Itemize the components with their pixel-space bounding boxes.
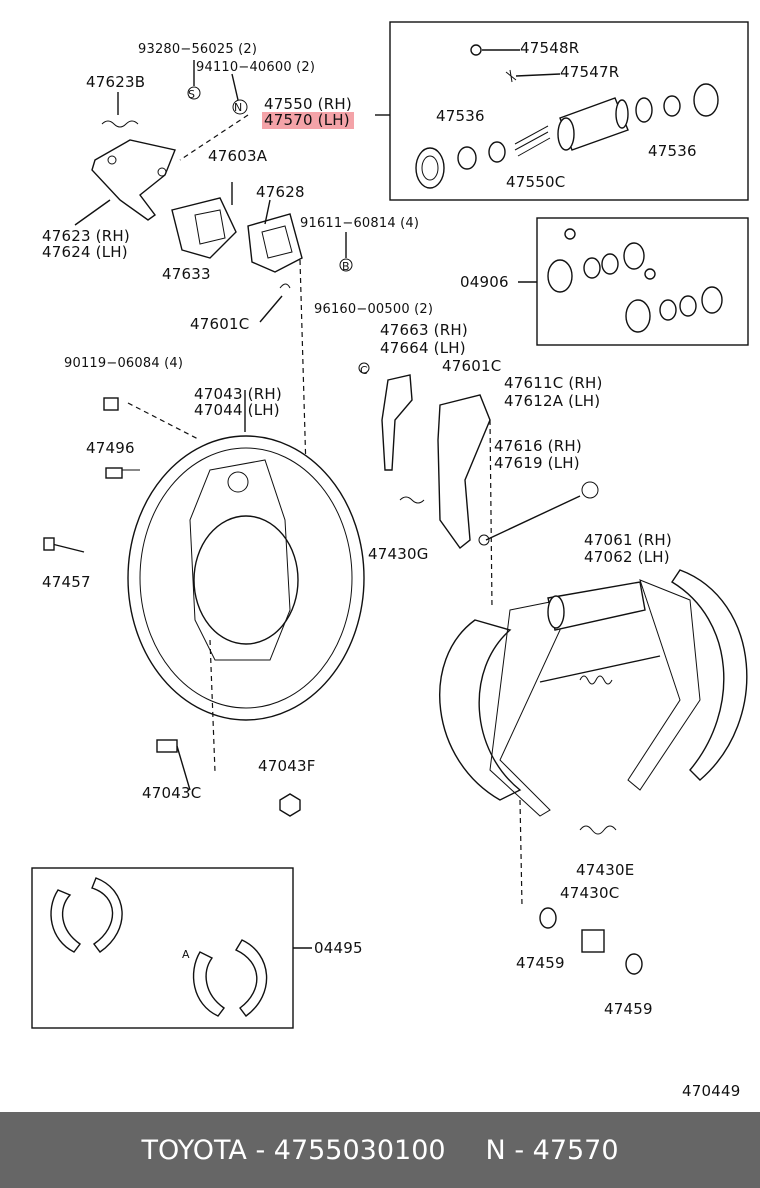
symbol-a: A [182,948,190,961]
label-47430e: 47430E [576,861,635,879]
label-47570-lh-highlighted: 47570 (LH) [262,112,354,129]
label-47623-rh: 47623 (RH) [42,227,130,245]
label-47547r: 47547R [560,63,620,81]
label-47457: 47457 [42,573,91,591]
label-47496: 47496 [86,439,135,457]
shoe-kit-thumbnails [50,877,312,1017]
label-91611: 91611−60814 (4) [300,216,420,231]
symbol-s: S [188,88,196,101]
footer-ref: N - 47570 [485,1134,619,1166]
label-47550c: 47550C [506,173,566,191]
label-47624-lh: 47624 (LH) [42,243,128,261]
label-47430c: 47430C [560,884,620,902]
backing-plate [120,390,365,773]
label-47611c-rh: 47611C (RH) [504,374,603,392]
wheel-cylinder-internals [415,44,719,189]
label-47459-left: 47459 [516,954,565,972]
label-90119: 90119−06084 (4) [64,356,184,371]
fasteners-left [43,397,301,817]
label-47664-lh: 47664 (LH) [380,339,466,357]
label-47043c: 47043C [142,784,202,802]
label-47043f: 47043F [258,757,316,775]
symbol-c: C [360,364,368,377]
label-93280: 93280−56025 (2) [138,42,258,57]
label-04906: 04906 [460,273,509,291]
label-47623b: 47623B [86,73,146,91]
footer-bar: TOYOTA - 4755030100 N - 47570 [0,1112,760,1188]
label-47601c-lower: 47601C [442,357,502,375]
label-47043-rh: 47043 (RH) [194,385,282,403]
symbol-b: B [342,260,350,273]
label-47612a-lh: 47612A (LH) [504,392,601,410]
label-47536-right: 47536 [648,142,697,160]
label-47061-rh: 47061 (RH) [584,531,672,549]
label-04495: 04495 [314,939,363,957]
label-47062-lh: 47062 (LH) [584,548,670,566]
springs-bottom [539,907,643,975]
lever-assembly [74,60,248,226]
parking-strut-group [358,362,599,609]
anchor-blocks [171,182,353,611]
brake-shoes-assembly [439,569,748,907]
label-47628: 47628 [256,183,305,201]
label-96160: 96160−00500 (2) [314,302,434,317]
label-47536-left: 47536 [436,107,485,125]
label-47619-lh: 47619 (LH) [494,454,580,472]
label-47550-rh: 47550 (RH) [264,95,352,113]
label-47633: 47633 [162,265,211,283]
drum-brake-exploded-view [31,21,749,1029]
label-47616-rh: 47616 (RH) [494,437,582,455]
label-47044-lh: 47044 (LH) [194,401,280,419]
label-94110: 94110−40600 (2) [196,60,316,75]
label-47601c-upper: 47601C [190,315,250,333]
label-47663-rh: 47663 (RH) [380,321,468,339]
diagram-id: 470449 [682,1082,741,1100]
wheel-cylinder-kit-box [389,21,749,201]
label-47459-right: 47459 [604,1000,653,1018]
label-47603a: 47603A [208,147,268,165]
label-47430g: 47430G [368,545,429,563]
footer-part-number: TOYOTA - 4755030100 [141,1134,446,1166]
label-47548r: 47548R [520,39,580,57]
symbol-n: N [234,101,243,114]
parts-diagram: 93280−56025 (2) 94110−40600 (2) 47623B S… [31,21,749,1100]
cup-kit-internals [518,228,723,333]
